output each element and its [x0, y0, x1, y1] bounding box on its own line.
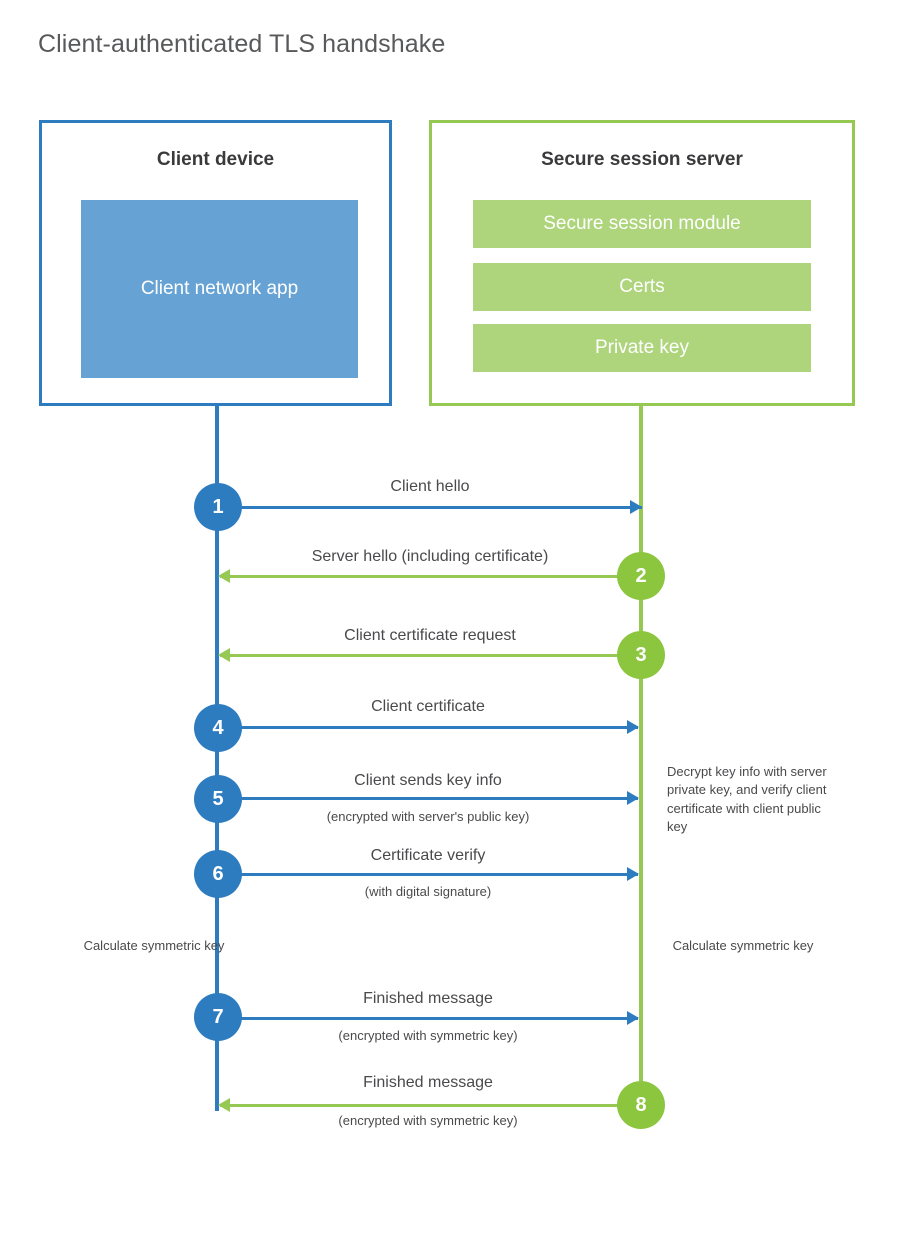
step-5-sublabel: (encrypted with server's public key) [326, 809, 530, 824]
page-title: Client-authenticated TLS handshake [38, 30, 446, 58]
step-3-label: Client certificate request [344, 627, 516, 644]
step-7-sublabel: (encrypted with symmetric key) [338, 1028, 518, 1043]
step-marker-2[interactable]: 2 [617, 552, 665, 600]
step-marker-8[interactable]: 8 [617, 1081, 665, 1129]
step-1-arrow-line [218, 506, 642, 509]
client-calculate-symmetric-key-note: Calculate symmetric key [83, 938, 225, 953]
step-4-label: Client certificate [371, 698, 485, 715]
step-6-sublabel: (with digital signature) [364, 884, 492, 899]
step-7-arrow-head-icon [627, 1011, 639, 1025]
client-lifeline [215, 406, 219, 1111]
step-8-sublabel: (encrypted with symmetric key) [338, 1113, 518, 1128]
server-component-secure-session-module: Secure session module [473, 200, 811, 248]
step-3-arrow-head-icon [218, 648, 230, 662]
step-4-arrow-head-icon [627, 720, 639, 734]
client-network-app-block: Client network app [81, 200, 358, 378]
server-lifeline [639, 406, 643, 1105]
step-7-arrow-line [218, 1017, 638, 1020]
server-calculate-symmetric-key-note: Calculate symmetric key [672, 938, 814, 953]
step-5-arrow-line [218, 797, 638, 800]
step-marker-1[interactable]: 1 [194, 483, 242, 531]
step-7-label: Finished message [363, 990, 493, 1007]
step-8-arrow-head-icon [218, 1098, 230, 1112]
server-decrypt-note: Decrypt key info with server private key… [667, 764, 827, 835]
step-1-arrow-head-icon [630, 500, 642, 514]
step-marker-5[interactable]: 5 [194, 775, 242, 823]
step-2-arrow-line [220, 575, 642, 578]
step-2-label: Server hello (including certificate) [311, 548, 549, 565]
step-3-arrow-line [220, 654, 642, 657]
step-6-label: Certificate verify [370, 847, 486, 864]
client-device-box: Client device Client network app [39, 120, 392, 406]
client-device-title: Client device [156, 149, 275, 170]
step-8-arrow-line [220, 1104, 642, 1107]
step-6-arrow-head-icon [627, 867, 639, 881]
step-8-label: Finished message [363, 1074, 493, 1091]
secure-session-server-box: Secure session server Secure session mod… [429, 120, 855, 406]
step-2-arrow-head-icon [218, 569, 230, 583]
step-1-label: Client hello [390, 478, 470, 495]
step-marker-3[interactable]: 3 [617, 631, 665, 679]
step-marker-4[interactable]: 4 [194, 704, 242, 752]
step-5-label: Client sends key info [354, 772, 502, 789]
step-4-arrow-line [218, 726, 638, 729]
server-component-private-key: Private key [473, 324, 811, 372]
step-marker-7[interactable]: 7 [194, 993, 242, 1041]
server-component-certs: Certs [473, 263, 811, 311]
server-title: Secure session server [541, 149, 743, 170]
step-marker-6[interactable]: 6 [194, 850, 242, 898]
step-5-arrow-head-icon [627, 791, 639, 805]
step-6-arrow-line [218, 873, 638, 876]
